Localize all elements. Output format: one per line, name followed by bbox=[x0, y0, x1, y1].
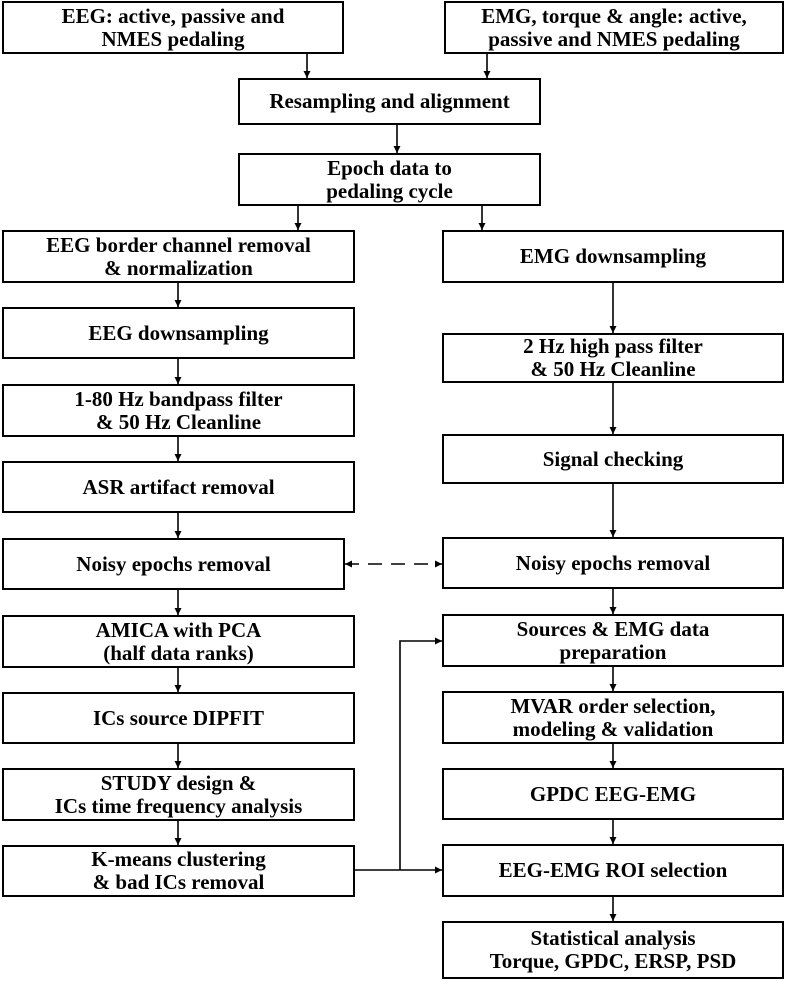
gpdc-box: GPDC EEG-EMG bbox=[442, 768, 784, 820]
epoch-box: Epoch data to pedaling cycle bbox=[238, 153, 541, 206]
mvar-box: MVAR order selection, modeling & validat… bbox=[442, 691, 784, 744]
kmeans-box: K-means clustering & bad ICs removal bbox=[2, 845, 355, 897]
eeg-bandpass-box: 1-80 Hz bandpass filter & 50 Hz Cleanlin… bbox=[2, 384, 355, 437]
emg-highpass-box: 2 Hz high pass filter & 50 Hz Cleanline bbox=[442, 333, 784, 383]
roi-selection-box: EEG-EMG ROI selection bbox=[442, 844, 784, 897]
eeg-downsampling-box: EEG downsampling bbox=[2, 307, 355, 359]
eeg-border-channel-box: EEG border channel removal & normalizati… bbox=[2, 230, 355, 283]
emg-input-box: EMG, torque & angle: active, passive and… bbox=[444, 1, 784, 54]
amica-box: AMICA with PCA (half data ranks) bbox=[2, 615, 355, 668]
dipfit-box: ICs source DIPFIT bbox=[2, 692, 355, 744]
eeg-input-box: EEG: active, passive and NMES pedaling bbox=[2, 1, 344, 54]
study-design-box: STUDY design & ICs time frequency analys… bbox=[2, 768, 355, 821]
resampling-box: Resampling and alignment bbox=[238, 78, 541, 125]
emg-noisy-epochs-box: Noisy epochs removal bbox=[442, 537, 784, 589]
eeg-noisy-epochs-box: Noisy epochs removal bbox=[2, 538, 345, 590]
sources-emg-prep-box: Sources & EMG data preparation bbox=[442, 614, 784, 667]
asr-artifact-box: ASR artifact removal bbox=[2, 461, 355, 513]
signal-checking-box: Signal checking bbox=[442, 434, 784, 484]
arrow-kmeans-to-sources bbox=[399, 637, 442, 870]
statistical-analysis-box: Statistical analysis Torque, GPDC, ERSP,… bbox=[442, 921, 784, 979]
emg-downsampling-box: EMG downsampling bbox=[442, 230, 784, 283]
